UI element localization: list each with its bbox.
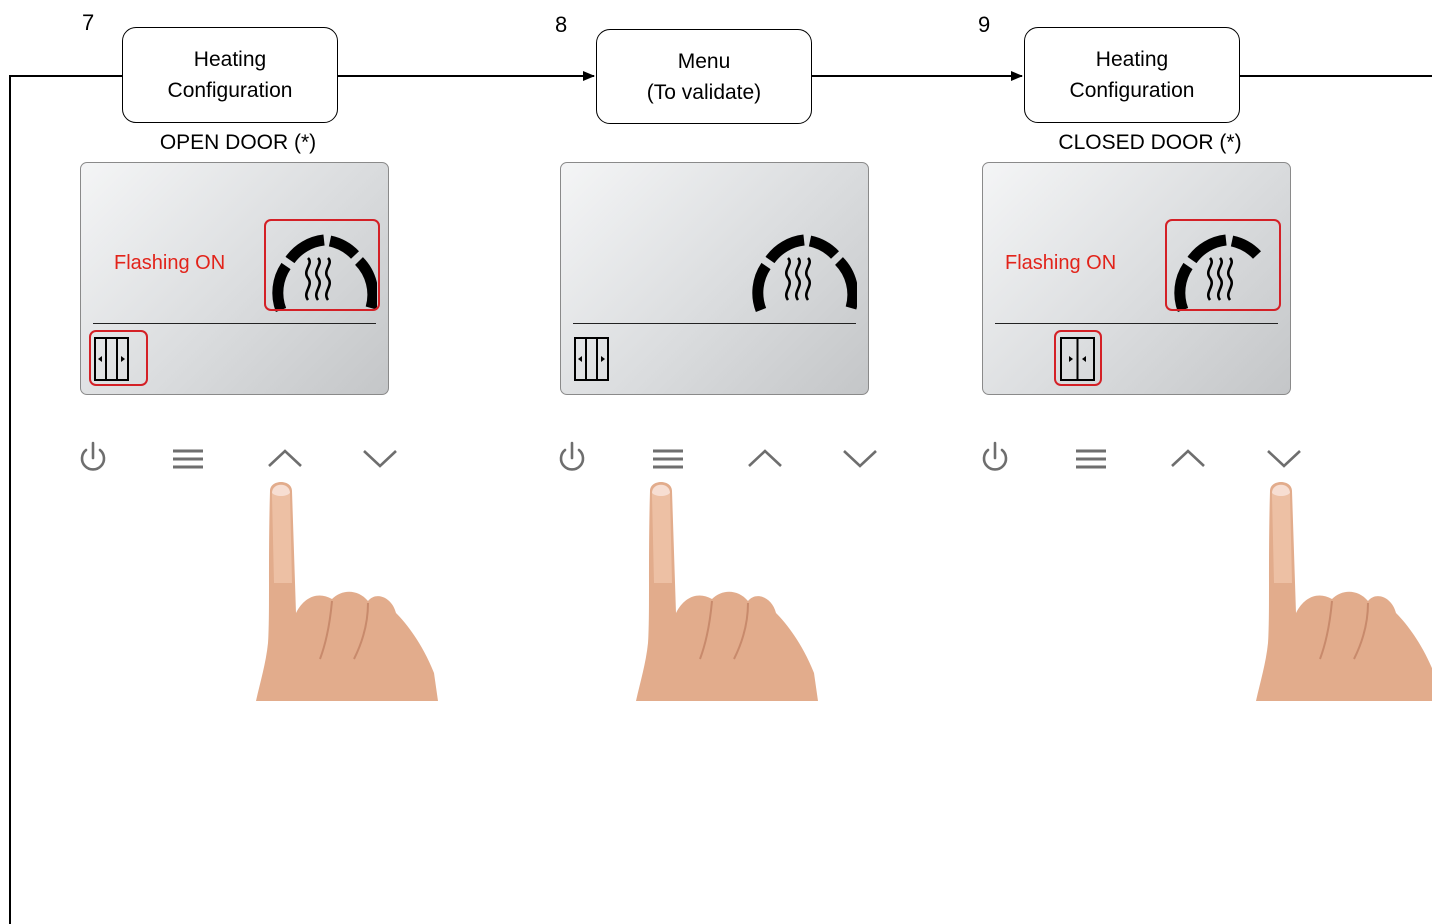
step-title-line1: Heating (1095, 48, 1169, 71)
chevron-down-icon (843, 450, 877, 468)
chevron-up-icon (1171, 449, 1205, 467)
step-title-line2: (To validate) (646, 80, 762, 104)
power-icon (80, 441, 106, 471)
chevron-up-icon (748, 449, 782, 467)
step-number: 8 (555, 12, 568, 37)
step-number: 9 (978, 12, 991, 37)
step-box-heating-configuration: Heating Configuration (122, 27, 338, 123)
heating-gauge-icon (272, 234, 377, 312)
up-arrow-button[interactable] (266, 446, 304, 475)
control-screen (560, 162, 869, 395)
step-title-line2: Configuration (1069, 79, 1195, 102)
door-state-caption: CLOSED DOOR (*) (1058, 131, 1242, 154)
down-arrow-button[interactable] (361, 446, 399, 475)
step-number: 7 (82, 10, 95, 35)
pointing-finger-hand (256, 482, 438, 701)
door-state-caption: OPEN DOOR (*) (159, 131, 317, 154)
control-screen: Flashing ON (982, 162, 1291, 395)
up-arrow-button[interactable] (746, 446, 784, 475)
flashing-status-text: Flashing ON (114, 252, 226, 274)
screen-divider (995, 323, 1278, 324)
chevron-down-icon (363, 450, 397, 468)
door-open-icon (574, 337, 609, 381)
pointing-finger-hand (636, 482, 818, 701)
flashing-status-text: Flashing ON (1005, 252, 1117, 274)
menu-button[interactable] (171, 448, 205, 477)
door-highlight-frame (89, 330, 148, 386)
menu-icon (653, 449, 683, 469)
chevron-up-icon (268, 449, 302, 467)
down-arrow-button[interactable] (1265, 446, 1303, 475)
chevron-down-icon (1267, 450, 1301, 468)
screen-divider (573, 323, 856, 324)
door-open-icon (94, 337, 129, 381)
heating-gauge-icon (752, 234, 857, 312)
step-box-menu: Menu (To validate) (596, 29, 812, 124)
menu-button[interactable] (1074, 448, 1108, 477)
power-icon (559, 441, 585, 471)
power-icon (982, 441, 1008, 471)
menu-icon (1076, 449, 1106, 469)
up-arrow-button[interactable] (1169, 446, 1207, 475)
gauge-highlight-frame (1165, 219, 1281, 311)
menu-button[interactable] (651, 448, 685, 477)
return-loop-line (9, 75, 122, 924)
gauge-highlight-frame (264, 219, 380, 311)
screen-divider (93, 323, 376, 324)
menu-icon (173, 449, 203, 469)
door-highlight-frame (1054, 330, 1102, 386)
down-arrow-button[interactable] (841, 446, 879, 475)
pointing-finger-hand (1256, 482, 1432, 701)
power-button[interactable] (76, 440, 110, 481)
step-title-line1: Heating (193, 48, 267, 71)
step-title-line2: Configuration (167, 79, 293, 102)
power-button[interactable] (555, 440, 589, 481)
power-button[interactable] (978, 440, 1012, 481)
step-title-line1: Menu (677, 49, 731, 73)
heating-gauge-icon (1174, 234, 1261, 312)
control-screen: Flashing ON (80, 162, 389, 395)
step-box-heating-configuration: Heating Configuration (1024, 27, 1240, 123)
door-closed-icon (1060, 337, 1095, 381)
